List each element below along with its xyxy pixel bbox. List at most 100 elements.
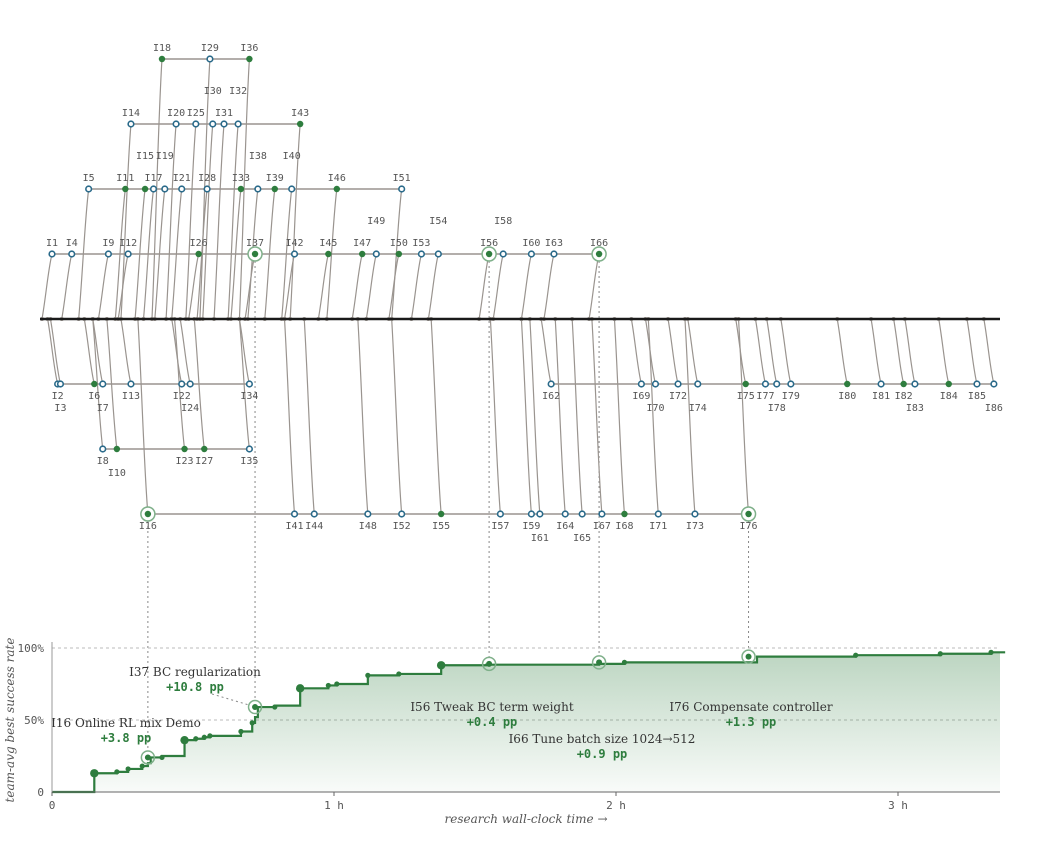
node-label: I50: [390, 238, 408, 249]
node-kept: [91, 380, 98, 388]
guide-lines: [147, 261, 750, 751]
node-discarded: [206, 55, 214, 63]
node-label: I10: [108, 468, 126, 479]
node-label: I9: [102, 238, 114, 249]
node-label: I29: [201, 43, 219, 54]
data-point: [180, 735, 189, 745]
node-discarded: [694, 380, 702, 388]
node-discarded: [178, 380, 186, 388]
connector: [238, 318, 250, 385]
tree-nodes: I1I2I3I4I5I6I7I8I9I10I11I12I13I14I15I16I…: [46, 43, 1003, 544]
node-label: I70: [646, 403, 664, 414]
node-discarded: [877, 380, 885, 388]
connector: [630, 318, 642, 385]
highlight-point: [596, 659, 603, 666]
node-label: I30: [204, 86, 222, 97]
connector: [202, 123, 214, 320]
annotation-gain: +3.8 pp: [101, 731, 152, 745]
node-discarded: [209, 120, 217, 128]
connector: [737, 318, 750, 515]
data-point: [90, 769, 99, 778]
node-kept: [621, 510, 628, 518]
node-kept: [181, 445, 188, 453]
node-discarded: [245, 380, 253, 388]
connector: [766, 318, 778, 385]
node-discarded: [178, 185, 186, 193]
node-label: I67: [593, 521, 611, 532]
connector: [427, 253, 439, 320]
connector: [391, 318, 403, 515]
connector: [529, 318, 541, 515]
node-label: I56: [480, 238, 498, 249]
node-discarded: [245, 445, 253, 453]
data-point: [334, 681, 340, 687]
node-label: I41: [285, 521, 303, 532]
connector: [540, 318, 552, 385]
data-point: [201, 734, 207, 740]
node-discarded: [691, 510, 699, 518]
node-label: I8: [97, 456, 109, 467]
annotation-title: I37 BC regularization: [129, 665, 261, 679]
annotation-gain: +0.4 pp: [467, 715, 518, 729]
connector: [238, 58, 250, 320]
node-label: I36: [240, 43, 258, 54]
annotation-title: I76 Compensate controller: [669, 700, 832, 714]
node-label: I25: [187, 108, 205, 119]
node-kept: [141, 185, 149, 193]
connector: [61, 253, 73, 320]
connector: [213, 123, 225, 320]
node-label: I40: [283, 151, 301, 162]
node-kept: [333, 185, 341, 193]
node-label: I37: [246, 238, 264, 249]
node-label: I86: [985, 403, 1003, 414]
node-discarded: [637, 380, 645, 388]
node-label: I49: [367, 216, 385, 227]
connector: [836, 318, 848, 385]
node-label: I85: [968, 391, 986, 402]
node-kept: [844, 380, 851, 388]
x-tick-label: 1 h: [324, 799, 344, 812]
connector: [588, 253, 600, 320]
connector: [478, 253, 490, 320]
node-kept: [485, 250, 493, 258]
highlight-point: [486, 660, 493, 667]
connector: [983, 318, 995, 385]
x-tick-label: 0: [49, 799, 56, 812]
x-tick-label: 3 h: [888, 799, 908, 812]
highlight-point: [745, 653, 752, 660]
node-label: I5: [83, 173, 95, 184]
annotation-leader: [211, 693, 250, 706]
connector: [303, 318, 315, 515]
connector: [120, 123, 132, 320]
node-label: I63: [545, 238, 563, 249]
node-label: I2: [52, 391, 64, 402]
node-label: I53: [412, 238, 430, 249]
node-label: I73: [686, 521, 704, 532]
node-label: I34: [240, 391, 258, 402]
node-discarded: [398, 185, 406, 193]
node-discarded: [127, 120, 135, 128]
connector: [179, 318, 191, 385]
node-label: I51: [393, 173, 411, 184]
connector: [173, 318, 186, 450]
data-point: [621, 659, 628, 666]
node-label: I55: [432, 521, 450, 532]
highlight-point: [252, 704, 259, 711]
node-discarded: [761, 380, 770, 388]
node-discarded: [192, 120, 200, 128]
connector: [317, 253, 329, 320]
node-kept: [246, 55, 253, 63]
connector: [264, 188, 276, 320]
connector: [142, 188, 155, 320]
node-discarded: [161, 185, 169, 193]
connector: [120, 318, 132, 385]
node-discarded: [417, 250, 426, 258]
connector: [92, 318, 104, 450]
node-discarded: [127, 380, 135, 388]
node-label: I7: [97, 403, 109, 414]
node-label: I64: [556, 521, 574, 532]
node-label: I58: [494, 216, 512, 227]
connector: [571, 318, 583, 515]
node-discarded: [973, 380, 981, 388]
